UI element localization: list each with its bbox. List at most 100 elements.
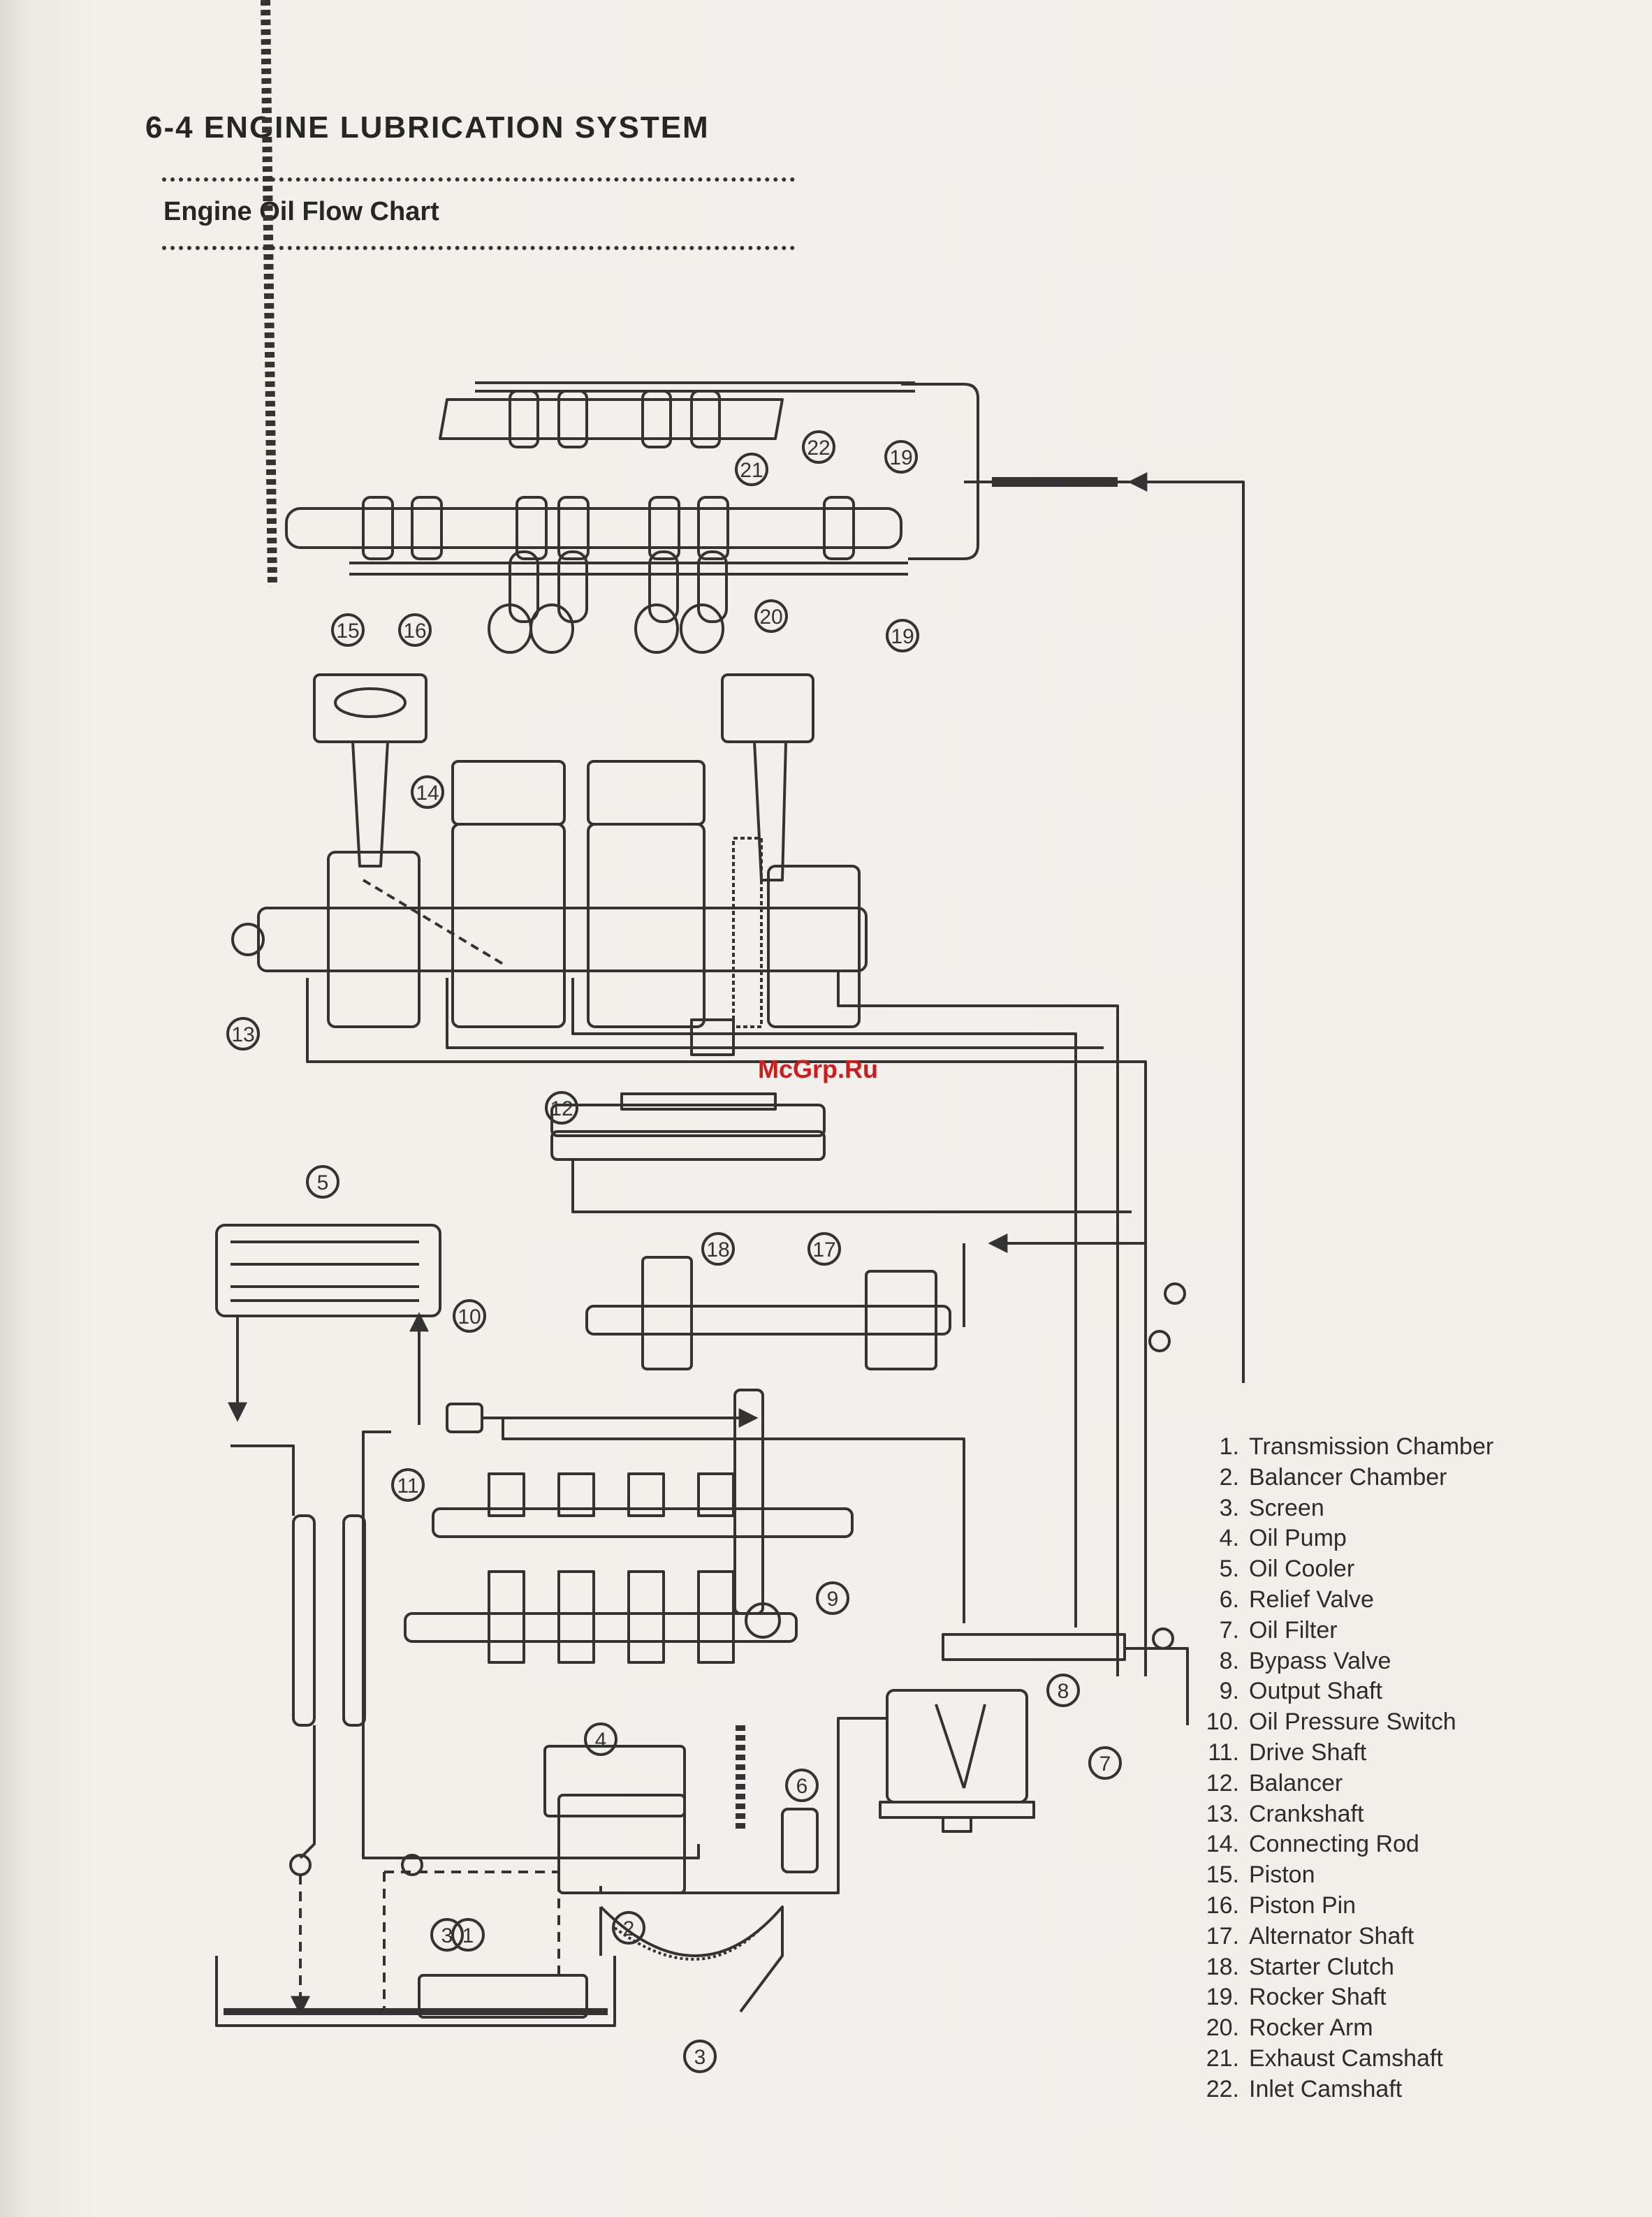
callout-15: 15 — [336, 620, 359, 643]
legend-label: Alternator Shaft — [1249, 1922, 1415, 1949]
legend-item: 17. Alternator Shaft — [1189, 1922, 1493, 1952]
legend-label: Rocker Arm — [1249, 2014, 1373, 2042]
legend-label: Oil Pump — [1249, 1525, 1347, 1552]
legend-item: 14. Connecting Rod — [1189, 1829, 1493, 1860]
legend-number: 21. — [1206, 2044, 1239, 2072]
legend-item: 12.Balancer — [1189, 1769, 1493, 1799]
legend-number: 17. — [1206, 1922, 1239, 1949]
rocker-shaft — [349, 562, 908, 576]
callout-1: 1 — [462, 1924, 474, 1947]
legend-label: Drive Shaft — [1249, 1739, 1367, 1766]
legend-item: 9. Output Shaft — [1189, 1676, 1493, 1707]
rocker-arms — [488, 550, 728, 654]
legend-label: Screen — [1249, 1494, 1324, 1521]
legend-label: Oil Filter — [1249, 1616, 1338, 1644]
legend-number: 12. — [1206, 1769, 1239, 1797]
legend-label: Connecting Rod — [1249, 1831, 1419, 1858]
legend-item: 3. Screen — [1189, 1493, 1493, 1524]
legend-label: Balancer Chamber — [1249, 1463, 1447, 1491]
oil-pressure-switch — [446, 1403, 483, 1433]
legend-item: 19.Rocker Shaft — [1189, 1982, 1493, 2013]
callout-10: 10 — [458, 1305, 481, 1329]
legend-item: 4.Oil Pump — [1189, 1523, 1493, 1554]
callout-9: 9 — [827, 1588, 839, 1611]
callout-2: 2 — [623, 1917, 635, 1940]
legend-number: 15. — [1206, 1861, 1239, 1889]
legend-label: Exhaust Camshaft — [1249, 2044, 1443, 2072]
relief-valve — [781, 1808, 819, 1873]
legend-number: 7. — [1219, 1616, 1239, 1644]
legend-item: 21. Exhaust Camshaft — [1189, 2044, 1493, 2075]
inlet-camshaft — [261, 0, 902, 587]
callout-6: 6 — [796, 1775, 808, 1798]
callout-13: 13 — [231, 1023, 254, 1046]
callout-18: 18 — [706, 1238, 729, 1261]
legend-number: 10. — [1206, 1709, 1239, 1736]
legend-item: 18. Starter Clutch — [1189, 1952, 1493, 1983]
callout-22: 22 — [807, 437, 830, 460]
dotted-rule-bottom — [162, 246, 795, 250]
legend-label: Oil Cooler — [1249, 1556, 1355, 1583]
legend-label: Relief Valve — [1249, 1586, 1374, 1613]
callout-3b: 3 — [694, 2046, 706, 2069]
callout-7: 7 — [1099, 1753, 1111, 1776]
legend-number: 22. — [1206, 2075, 1239, 2102]
legend-label: Oil Pressure Switch — [1249, 1709, 1456, 1736]
oil-cooler — [215, 1224, 441, 1425]
legend-number: 6. — [1219, 1586, 1239, 1613]
legend-item: 1.Transmission Chamber — [1189, 1432, 1494, 1463]
dotted-rule-top — [162, 177, 795, 182]
oil-filter — [879, 1633, 1189, 1833]
callout-21: 21 — [740, 459, 763, 482]
legend-number: 2. — [1219, 1463, 1239, 1491]
oil-sump — [215, 1871, 784, 2027]
legend-item: 2. Balancer Chamber — [1189, 1463, 1493, 1493]
legend-number: 14. — [1206, 1831, 1239, 1858]
diagram-subtitle: Engine Oil Flow Chart — [163, 197, 439, 226]
balancer — [550, 1092, 1132, 1213]
legend-label: Starter Clutch — [1249, 1953, 1394, 1980]
legend-number: 8. — [1219, 1647, 1239, 1674]
legend-item: 22. Inlet Camshaft — [1189, 2075, 1493, 2105]
callout-14: 14 — [416, 782, 439, 805]
callout-17: 17 — [812, 1238, 835, 1261]
oil-pump — [543, 1725, 745, 1894]
legend-number: 13. — [1206, 1800, 1239, 1827]
legend-item: 6. Relief Valve — [1189, 1585, 1493, 1616]
legend-number: 20. — [1206, 2014, 1239, 2042]
alternator-shaft — [585, 1234, 1146, 1370]
legend-label: Transmission Chamber — [1249, 1433, 1494, 1460]
legend-item: 16. Piston Pin — [1189, 1891, 1493, 1922]
callout-markers — [226, 430, 1122, 2073]
legend-item: 8. Bypass Valve — [1189, 1646, 1493, 1677]
callout-20: 20 — [759, 606, 782, 629]
legend-number: 16. — [1206, 1892, 1239, 1919]
callout-8: 8 — [1058, 1680, 1069, 1703]
callout-11: 11 — [397, 1475, 418, 1498]
callout-19b: 19 — [891, 625, 914, 648]
legend-number: 3. — [1219, 1494, 1239, 1521]
legend-number: 5. — [1219, 1556, 1239, 1583]
callout-19a: 19 — [889, 446, 912, 469]
legend-label: Piston Pin — [1249, 1892, 1357, 1919]
callout-16: 16 — [403, 620, 426, 643]
legend-item: 20. Rocker Arm — [1189, 2013, 1493, 2044]
legend-label: Bypass Valve — [1249, 1647, 1391, 1674]
legend-number: 18. — [1206, 1953, 1239, 1980]
callout-12: 12 — [550, 1097, 573, 1120]
legend-number: 9. — [1219, 1678, 1239, 1705]
callout-3a: 3 — [441, 1924, 453, 1947]
legend-label: Output Shaft — [1249, 1678, 1382, 1705]
callout-4: 4 — [595, 1729, 607, 1752]
legend-label: Inlet Camshaft — [1249, 2075, 1403, 2102]
legend-item: 5. Oil Cooler — [1189, 1554, 1493, 1585]
piston-assembly — [313, 673, 427, 868]
legend-label: Crankshaft — [1249, 1800, 1364, 1827]
callout-5: 5 — [317, 1171, 329, 1194]
transmission — [404, 1389, 854, 1664]
legend-item: 10. Oil Pressure Switch — [1189, 1707, 1493, 1738]
exhaust-camshaft — [439, 381, 915, 448]
